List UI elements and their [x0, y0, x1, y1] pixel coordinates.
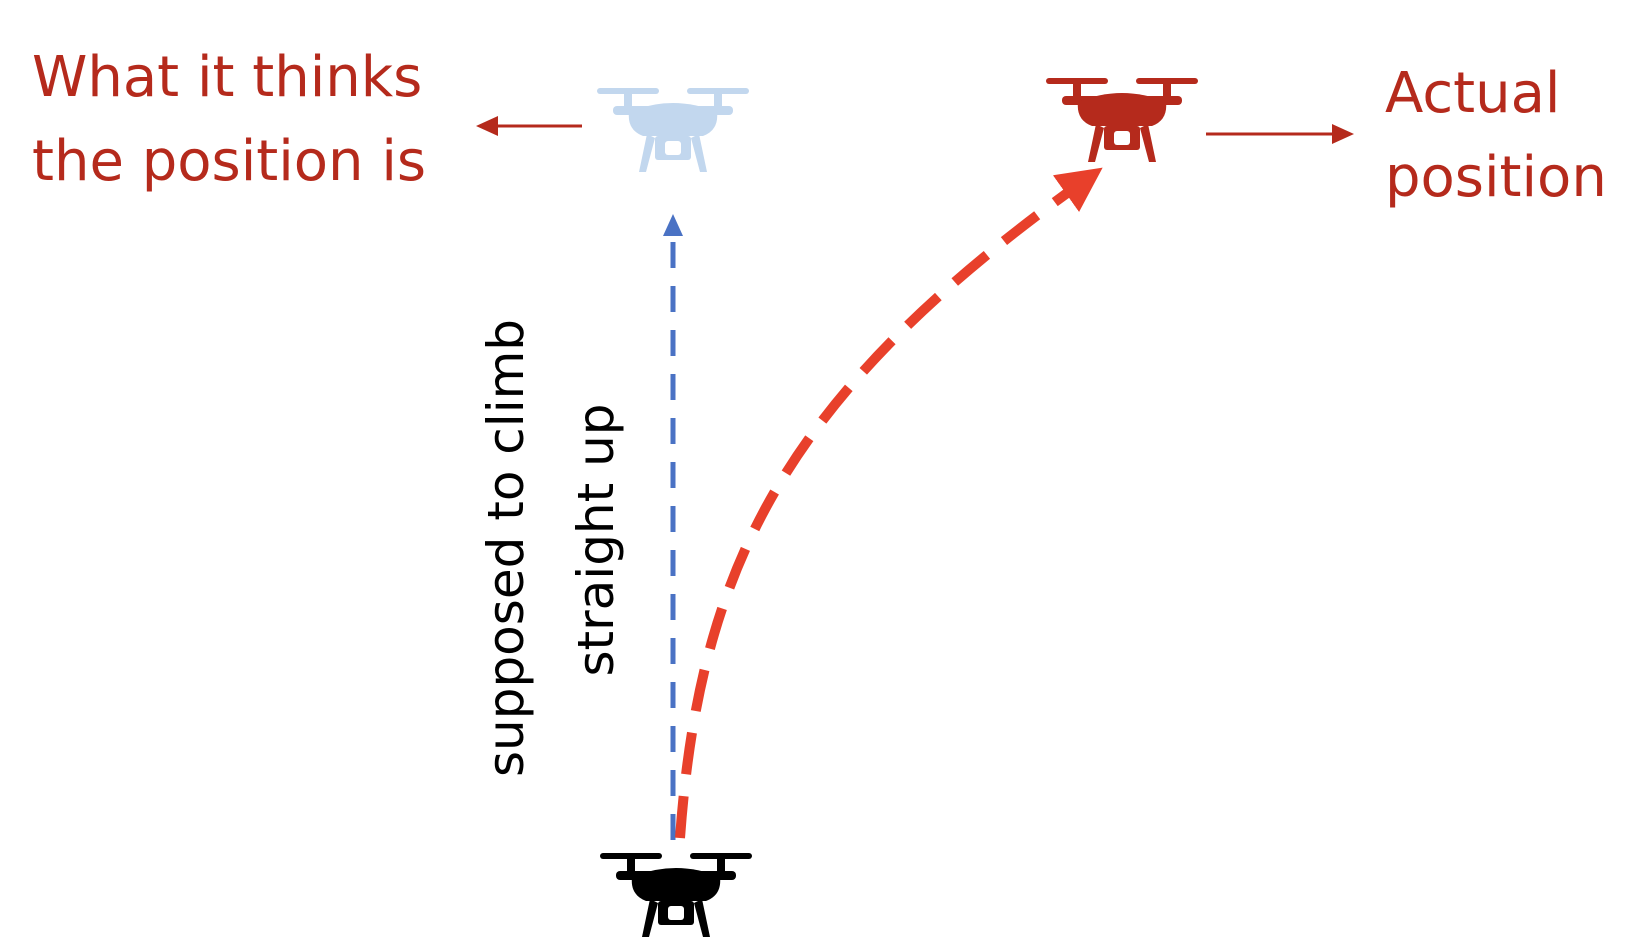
actual-drone — [1046, 78, 1198, 162]
intent-label-line2: straight up — [567, 403, 625, 676]
actual-position-label: Actual position — [1385, 61, 1607, 210]
intended-path — [663, 214, 683, 840]
actual-pointer-arrow — [1206, 124, 1354, 144]
actual-label-line1: Actual — [1385, 61, 1560, 126]
believed-label-line2: the position is — [32, 129, 426, 194]
intent-label: supposed to climb straight up — [477, 319, 625, 777]
believed-pointer-arrow — [476, 116, 582, 136]
believed-position-label: What it thinks the position is — [32, 45, 426, 194]
intent-label-line1: supposed to climb — [477, 319, 535, 777]
believed-drone — [597, 88, 749, 172]
believed-label-line1: What it thinks — [32, 45, 422, 110]
actual-label-line2: position — [1385, 145, 1607, 210]
actual-path — [675, 167, 1103, 839]
drone-icon — [1046, 78, 1198, 162]
drone-icon — [597, 88, 749, 172]
start-drone — [600, 853, 752, 937]
drone-icon — [600, 853, 752, 937]
